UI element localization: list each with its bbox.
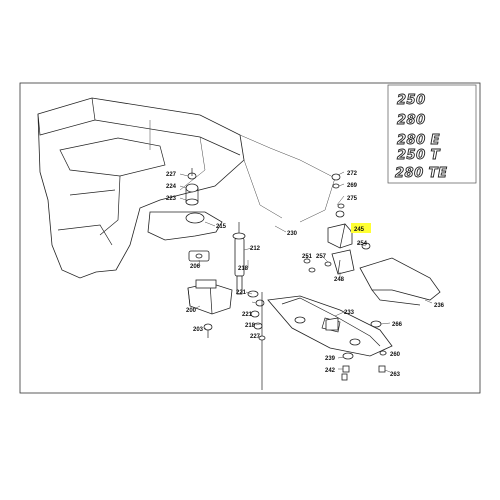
callout-227[interactable]: 227	[166, 172, 177, 178]
mount-bracket	[303, 249, 355, 275]
callout-257[interactable]: 257	[316, 254, 327, 260]
callout-269[interactable]: 269	[347, 183, 358, 189]
callout-275[interactable]: 275	[347, 196, 358, 202]
badge-250t: 250 T	[397, 148, 441, 163]
callout-239[interactable]: 239	[325, 356, 336, 362]
callout-236[interactable]: 236	[434, 303, 445, 309]
callout-221-lower[interactable]: 221	[242, 312, 253, 318]
callout-266[interactable]: 266	[392, 322, 403, 328]
callout-212[interactable]: 212	[250, 246, 261, 252]
callout-272[interactable]: 272	[347, 171, 358, 177]
callout-263[interactable]: 263	[390, 372, 401, 378]
callout-248[interactable]: 248	[334, 277, 345, 283]
callout-233[interactable]: 233	[344, 310, 355, 316]
small-parts-left	[188, 250, 266, 390]
callout-labels: 272 269 275 227 224 223 215 230 212 206 …	[166, 171, 445, 378]
engine-block	[37, 97, 336, 279]
model-badges-panel: 250 280 280 E 250 T 280 TE	[387, 84, 477, 184]
callout-224[interactable]: 224	[166, 184, 177, 190]
callout-254[interactable]: 254	[357, 241, 368, 247]
callout-203[interactable]: 203	[193, 327, 204, 333]
callout-223[interactable]: 223	[166, 196, 177, 202]
callout-218[interactable]: 218	[238, 266, 249, 272]
badges-frame	[387, 84, 477, 184]
leader-lines	[179, 171, 433, 373]
badge-280te: 280 TE	[395, 166, 447, 181]
callout-230[interactable]: 230	[287, 231, 298, 237]
callout-200[interactable]: 200	[186, 308, 197, 314]
callout-251[interactable]: 251	[302, 254, 313, 260]
callout-221-upper[interactable]: 221	[236, 290, 247, 296]
callout-245[interactable]: 245	[354, 227, 365, 233]
highlight-245	[351, 223, 371, 233]
engine-mount-bracket	[147, 168, 223, 241]
callout-218-lower[interactable]: 218	[245, 323, 256, 329]
callout-206[interactable]: 206	[190, 264, 201, 270]
transmission-support	[359, 242, 441, 306]
callout-260[interactable]: 260	[390, 352, 401, 358]
diagram-frame	[19, 82, 481, 394]
badge-250: 250	[397, 93, 426, 108]
callout-227-lower[interactable]: 227	[250, 334, 261, 340]
transmission-mount	[327, 203, 353, 249]
callout-242[interactable]: 242	[325, 368, 336, 374]
callout-215[interactable]: 215	[216, 224, 227, 230]
small-parts-right	[325, 173, 387, 381]
badge-280: 280	[397, 113, 426, 128]
badge-280e: 280 E	[397, 133, 440, 148]
shock-absorber	[232, 222, 246, 295]
